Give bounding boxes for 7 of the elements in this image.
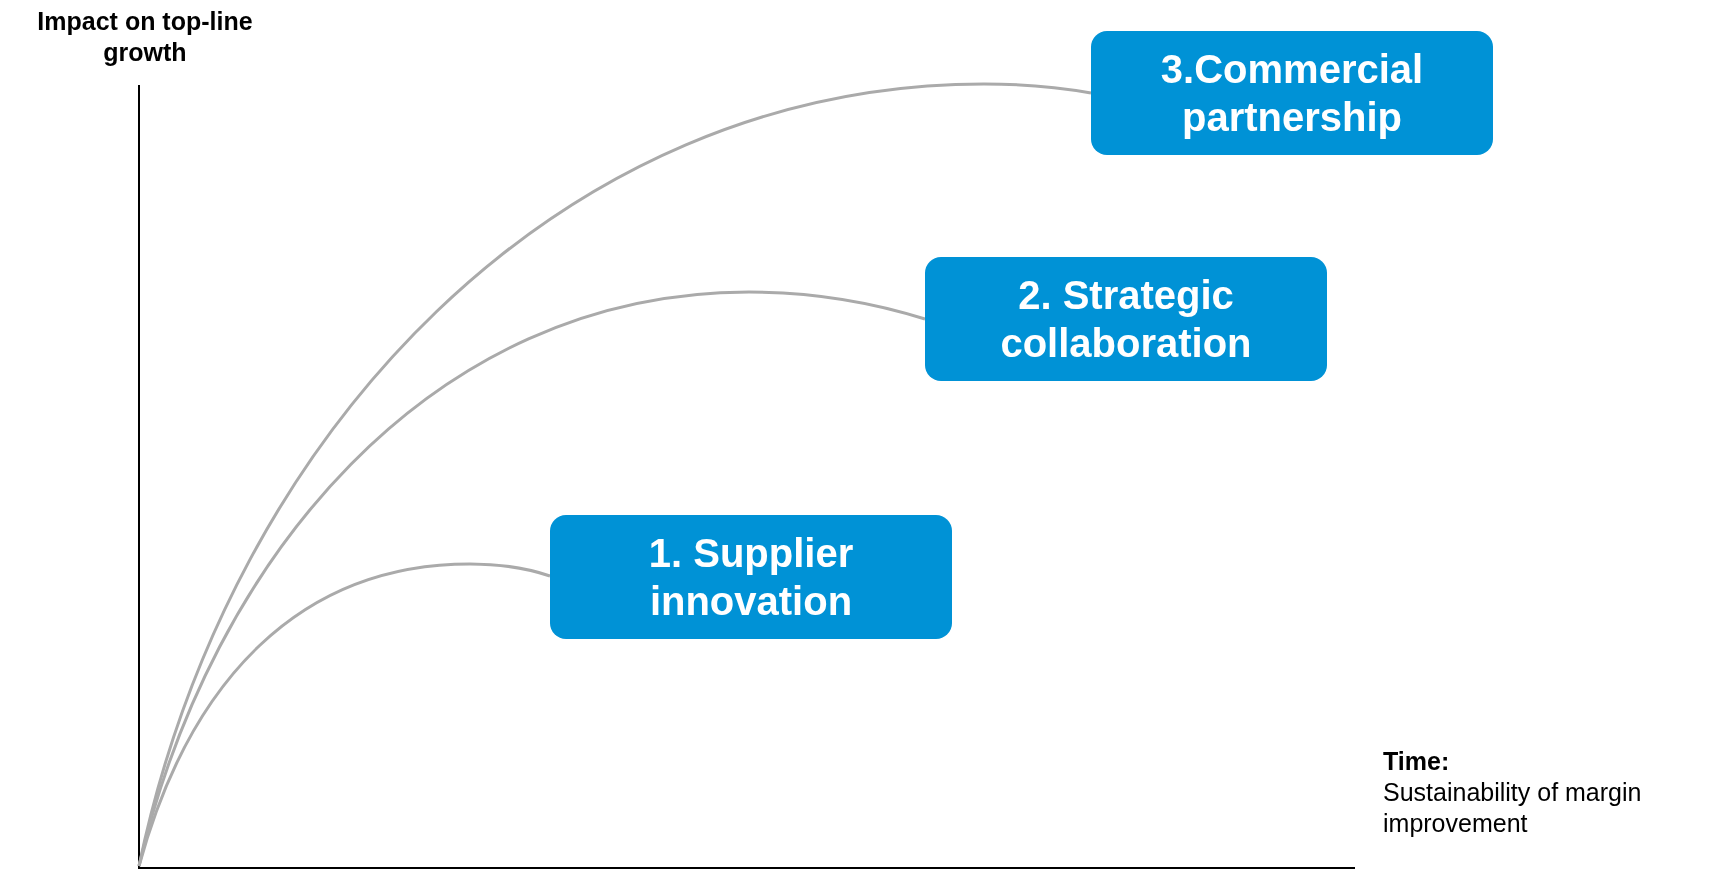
growth-curve [137,562,551,867]
stage-box: 1. Supplier innovation [550,515,952,639]
stage-box: 3.Commercial partnership [1091,31,1493,155]
x-axis-subtitle: Sustainability of margin improvement [1383,777,1643,839]
x-axis-title: Time: [1383,746,1451,777]
stage-box: 2. Strategic collaboration [925,257,1327,381]
y-axis-title: Impact on top-line growth [36,6,254,68]
